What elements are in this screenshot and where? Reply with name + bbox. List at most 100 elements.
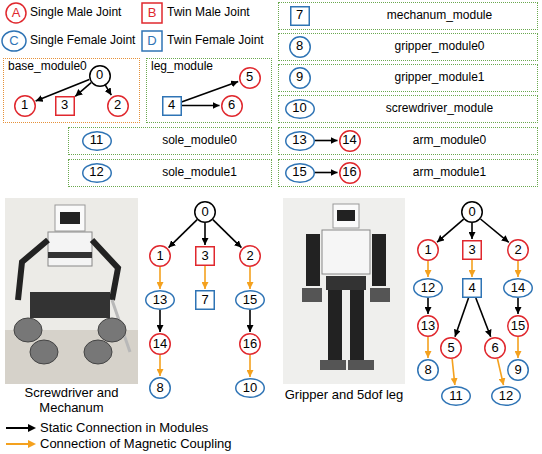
joint-number: 10 [243,381,257,396]
module-name: arm_module1 [413,166,486,180]
joint-node: 1 [14,95,36,117]
robot-hip [326,276,366,290]
joint-number: 15 [243,293,257,308]
joint-circle [485,338,506,359]
joint-node: 8 [289,36,311,58]
robot-torso [322,230,370,274]
joint-circle [195,202,216,223]
joint-square [290,6,309,25]
robot-face [337,210,355,221]
joint-number: 7 [201,293,208,308]
joint-number: 8 [424,363,431,378]
joint-number: 0 [201,205,208,220]
joint-node: 9 [289,67,311,89]
joint-circle [418,360,439,381]
legend-text: Single Male Joint [30,6,121,20]
legend-letter: B [148,6,157,21]
static-connection [427,298,429,314]
joint-circle [82,131,111,150]
photo-caption: Gripper and 5dof leg [282,388,407,403]
joint-square [463,241,482,260]
legend-arrowhead [28,424,36,432]
joint-number: 1 [21,98,28,113]
static-connection [437,219,464,242]
joint-node: 12 [413,278,443,298]
joint-node: 16 [339,162,361,184]
joint-square [196,247,215,266]
module-name: leg_module [151,60,213,74]
joint-number: 9 [514,363,521,378]
joint-circle [82,163,111,182]
joint-node: 8 [149,377,171,399]
joint-circle [240,246,261,267]
static-connection [455,298,469,337]
mecanum-wheel [14,318,42,342]
joint-circle [239,67,260,88]
joint-node: 0 [89,65,111,87]
magnetic-connection [159,355,161,376]
joint-node: 0 [461,201,483,223]
static-connection [204,223,206,245]
module-box: sole_module011 [68,127,272,155]
joint-node: 15 [507,315,529,337]
module-box: arm_module1 15 16 [278,159,538,187]
joint-square [463,279,482,298]
joint-node: 13 [417,315,439,337]
joint-circle [150,334,171,355]
photo-caption: Screwdriver and Mechanum [9,386,134,416]
joint-circle [150,246,171,267]
joint-number: 2 [246,249,253,264]
joint-node: 3 [462,240,482,260]
robot-stripe [48,252,92,258]
module-box: sole_module112 [68,159,272,187]
module-name: arm_module0 [413,134,486,148]
joint-number: 14 [153,337,167,352]
magnetic-connection [249,355,251,377]
joint-number: 14 [511,281,525,296]
joint-node: 2 [239,245,261,267]
joint-circle [418,240,439,261]
joint-circle [107,95,128,116]
photo-background [5,198,138,384]
joint-number: 12 [421,281,435,296]
joint-node: 14 [149,333,171,355]
joint-node: 15 [285,163,315,183]
joint-circle [289,67,310,88]
magnetic-connection [497,359,503,385]
joint-node: 6 [221,95,243,117]
joint-circle [508,360,529,381]
joint-node: 1 [149,245,171,267]
joint-circle [285,99,314,118]
photo-background [283,198,405,384]
joint-node: 11 [441,386,471,406]
robot-head [55,205,85,231]
joint-number: 16 [243,337,257,352]
magnetic-connection [517,261,519,277]
joint-square [196,291,215,310]
joint-circle [289,36,310,57]
static-connection [315,140,338,142]
joint-node: 2 [107,95,129,117]
static-connection [315,172,338,174]
joint-node: 5 [440,337,462,359]
legend-text: Single Female Joint [30,34,135,48]
robot-leg [328,290,342,360]
joint-number: 13 [421,319,435,334]
joint-node: 7 [195,290,215,310]
module-box: base_module00132 [3,58,140,123]
joint-circle [508,316,529,337]
legend-text: Connection of Magnetic Coupling [40,437,232,452]
joint-node: 9 [507,359,529,381]
joint-node: 0 [194,201,216,223]
module-name: sole_module0 [162,134,237,148]
legend-sample [6,3,26,23]
robot-body [48,232,92,266]
joint-node: 5 [239,67,261,89]
robot-arm [92,240,118,300]
magnetic-connection [159,267,161,289]
magnetic-connection [471,260,473,277]
legend-sample [2,31,26,51]
joint-number: 3 [61,98,68,113]
magnetic-connection [452,359,455,385]
static-connection [159,310,161,332]
